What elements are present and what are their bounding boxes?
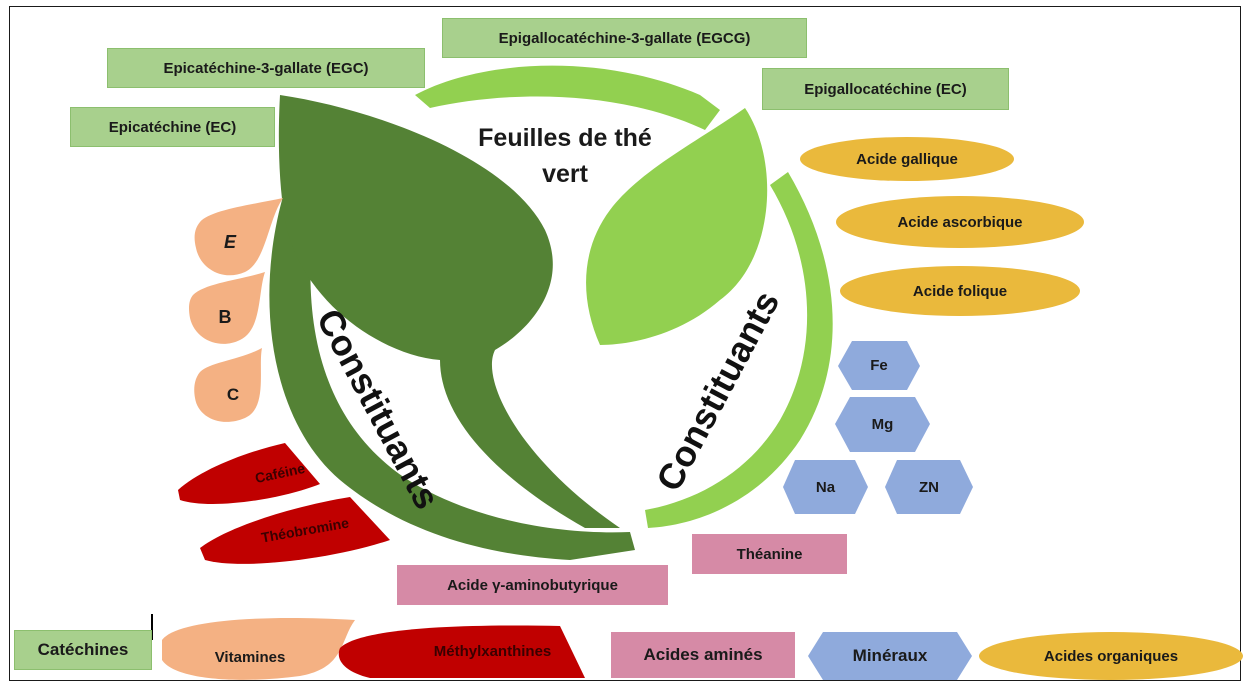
vitamin-drop-e	[194, 198, 283, 276]
vitamin-drop-b	[189, 272, 265, 344]
mineral-hexagon-na	[783, 460, 868, 514]
mineral-hexagon-fe	[838, 341, 920, 390]
legend-amino-acids: Acides aminés	[611, 632, 795, 678]
organic-acid-gallique: Acide gallique	[800, 137, 1014, 181]
light-top-arc	[415, 65, 720, 130]
vitamin-e: E	[223, 231, 236, 252]
legend-vitamins: Vitamines	[214, 648, 286, 666]
legend-methylxanthines: Méthylxanthines	[433, 642, 552, 660]
mineral-na: Na	[815, 478, 836, 496]
catechin-ec: Epicatéchine (EC)	[70, 107, 275, 147]
mineral-fe: Fe	[870, 357, 888, 374]
center-title-line2: vert	[542, 160, 588, 188]
legend-organic-acids: Acides organiques	[1043, 647, 1179, 665]
methylxanthine-theobromine-shape	[200, 497, 390, 564]
mineral-hexagon-mg	[835, 397, 930, 452]
catechin-egc: Epicatéchine-3-gallate (EGC)	[107, 48, 425, 88]
legend-organic-acids-oval	[979, 632, 1243, 680]
legend-catechins: Catéchines	[14, 630, 152, 670]
organic-acid-folique: Acide folique	[840, 266, 1080, 316]
dark-ring-arc	[269, 200, 635, 560]
legend-minerals: Minéraux	[852, 646, 928, 665]
light-right-arc	[645, 172, 833, 528]
catechin-epigallo: Epigallocatéchine (EC)	[762, 68, 1009, 110]
vitamin-drop-c	[194, 348, 262, 422]
diagram-frame	[9, 6, 1241, 681]
dark-leaf	[278, 95, 620, 528]
light-leaf	[586, 108, 768, 345]
amino-acid-theanine: Théanine	[692, 534, 847, 574]
vitamin-c: C	[226, 385, 240, 404]
mineral-mg: Mg	[871, 416, 894, 433]
amino-acid-gaba: Acide γ-aminobutyrique	[397, 565, 668, 605]
mineral-zn: ZN	[919, 478, 939, 496]
mineral-hexagon-zn	[885, 460, 973, 514]
center-title-line1: Feuilles de thé	[478, 124, 652, 152]
methylxanthine-caffeine-shape	[178, 443, 320, 505]
organic-acid-ascorbique: Acide ascorbique	[836, 196, 1084, 248]
legend-methylxanthines-shape	[338, 625, 585, 678]
center-title: Feuilles de thé vert	[470, 120, 660, 192]
catechin-egcg: Epigallocatéchine-3-gallate (EGCG)	[442, 18, 807, 58]
legend-minerals-hexagon	[808, 632, 972, 680]
legend-vitamins-shape	[162, 618, 355, 680]
vitamin-b: B	[218, 306, 232, 327]
